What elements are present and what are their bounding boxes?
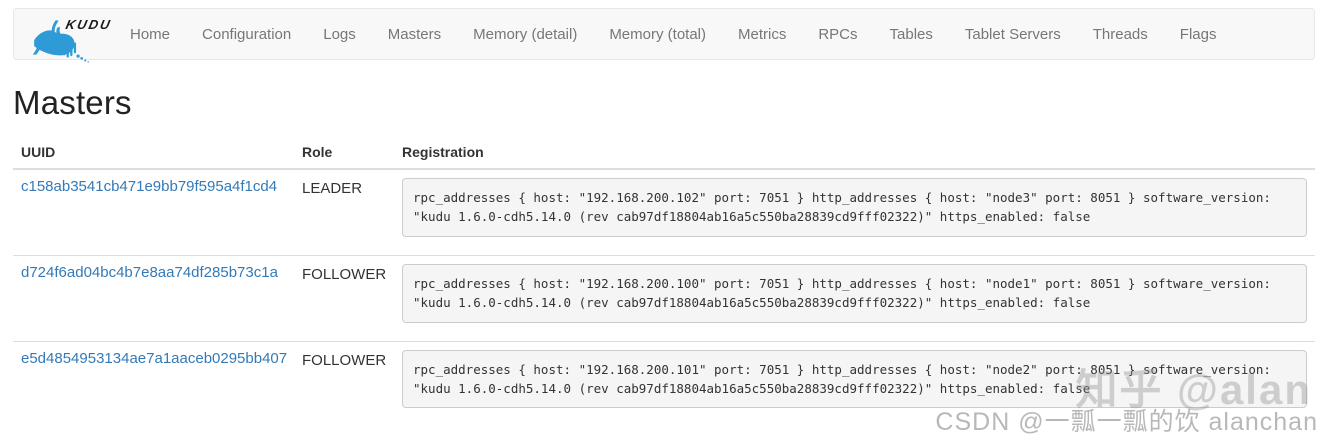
- column-header-role: Role: [294, 136, 394, 170]
- role-value: FOLLOWER: [294, 340, 394, 427]
- nav-item-flags[interactable]: Flags: [1179, 25, 1217, 43]
- table-row: e5d4854953134ae7a1aaceb0295bb407 FOLLOWE…: [13, 340, 1315, 427]
- nav-item-memory-detail[interactable]: Memory (detail): [473, 25, 578, 43]
- kudu-logo-text: KUDU: [64, 17, 114, 32]
- registration-block: rpc_addresses { host: "192.168.200.100" …: [402, 263, 1307, 323]
- nav-item-tablet-servers[interactable]: Tablet Servers: [964, 25, 1061, 43]
- nav-item-configuration[interactable]: Configuration: [202, 25, 292, 43]
- nav-item-tables[interactable]: Tables: [889, 25, 933, 43]
- registration-block: rpc_addresses { host: "192.168.200.101" …: [402, 349, 1307, 409]
- nav-item-rpcs[interactable]: RPCs: [818, 25, 858, 43]
- masters-table: UUID Role Registration c158ab3541cb471e9…: [13, 136, 1315, 427]
- uuid-link[interactable]: d724f6ad04bc4b7e8aa74df285b73c1a: [21, 263, 278, 281]
- nav-item-metrics[interactable]: Metrics: [738, 25, 787, 43]
- kudu-logo[interactable]: KUDU: [14, 8, 114, 63]
- main-content: Masters UUID Role Registration c158ab354…: [13, 60, 1315, 427]
- uuid-link[interactable]: c158ab3541cb471e9bb79f595a4f1cd4: [21, 178, 278, 195]
- registration-block: rpc_addresses { host: "192.168.200.102" …: [402, 178, 1307, 237]
- column-header-uuid: UUID: [13, 136, 294, 170]
- nav-item-threads[interactable]: Threads: [1092, 25, 1148, 43]
- nav-item-memory-total[interactable]: Memory (total): [609, 25, 706, 43]
- uuid-link[interactable]: e5d4854953134ae7a1aaceb0295bb407: [21, 349, 288, 367]
- table-row: d724f6ad04bc4b7e8aa74df285b73c1a FOLLOWE…: [13, 254, 1315, 341]
- column-header-registration: Registration: [394, 136, 1315, 170]
- nav-item-home[interactable]: Home: [130, 25, 171, 43]
- table-row: c158ab3541cb471e9bb79f595a4f1cd4 LEADER …: [13, 168, 1315, 256]
- nav-item-logs[interactable]: Logs: [323, 25, 356, 43]
- page-title: Masters: [13, 84, 132, 121]
- top-navbar: KUDU Home Configuration Logs Masters Mem…: [13, 8, 1315, 63]
- role-value: FOLLOWER: [294, 254, 394, 341]
- nav-item-masters[interactable]: Masters: [387, 25, 442, 43]
- table-header-row: UUID Role Registration: [13, 136, 1315, 170]
- nav-items: Home Configuration Logs Masters Memory (…: [114, 9, 1232, 59]
- role-value: LEADER: [294, 168, 394, 256]
